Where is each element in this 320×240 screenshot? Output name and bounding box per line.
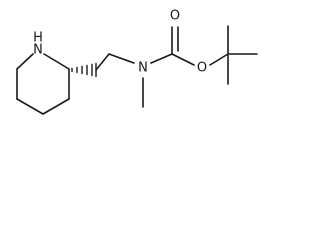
bond-carbonyl-ester-o: [171, 53, 195, 66]
bond-ch2-n: [108, 53, 135, 64]
ring-bond-c3-c4: [42, 98, 70, 115]
hashed-wedge-bond: [71, 62, 97, 78]
ring-nh-label: H: [33, 31, 43, 46]
carbonyl-o-label: O: [170, 9, 180, 24]
amine-n-label: N: [138, 61, 148, 76]
ring-bond-c6-n: [16, 53, 34, 70]
ring-n-label: N: [33, 43, 43, 58]
ring-bond-c4-c5: [16, 98, 44, 115]
bond-ester-o-tbu: [209, 53, 229, 66]
ester-o-label: O: [197, 61, 207, 76]
bond-n-carbonyl-c: [150, 53, 173, 64]
ring-bond-n-c2: [43, 53, 70, 70]
chemical-structure: H N N O O: [16, 9, 258, 115]
bond-ch2-ch2a: [95, 53, 110, 71]
